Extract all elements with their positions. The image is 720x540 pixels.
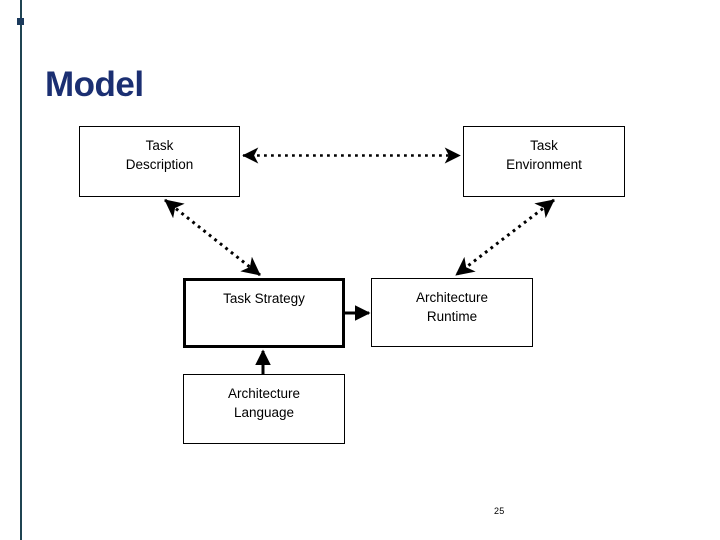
node-task-environment-line2: Environment (506, 157, 582, 172)
node-architecture-language-line1: Architecture (227, 386, 301, 401)
page-number: 25 (494, 506, 505, 516)
node-task-strategy-label: Task Strategy (186, 281, 342, 308)
node-task-strategy-line1: Task Strategy (223, 291, 305, 306)
node-architecture-runtime-line1: Architecture (415, 290, 489, 305)
node-task-strategy[interactable]: Task Strategy (183, 278, 345, 348)
edge-environment-runtime (455, 198, 555, 277)
page-title: Model (45, 65, 144, 104)
node-task-description-line1: Task (145, 138, 174, 153)
edge-description-strategy (164, 198, 261, 277)
node-task-environment-line1: Task (530, 138, 558, 153)
node-architecture-runtime-line2: Runtime (426, 309, 478, 324)
left-accent-dot-icon (17, 18, 24, 25)
left-accent-rule (20, 0, 22, 540)
node-task-description-line2: Description (125, 157, 194, 172)
node-architecture-language-line2: Language (233, 405, 295, 420)
